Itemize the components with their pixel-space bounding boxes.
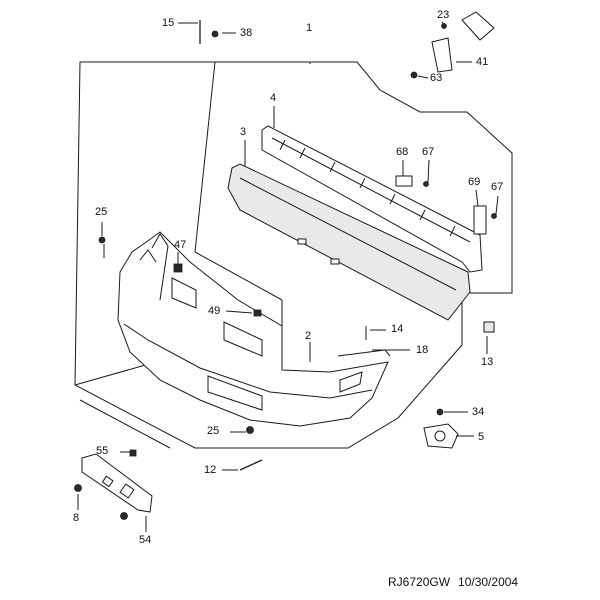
fascia-side-strip — [337, 349, 391, 357]
diagram-date: 10/30/2004 — [458, 575, 519, 589]
callout-23: 23 — [437, 9, 450, 21]
callout-54: 54 — [139, 534, 152, 546]
fascia-fog-opening — [339, 371, 363, 393]
diagram-code: RJ6720GW — [388, 575, 451, 589]
bumper-fascia — [117, 231, 389, 427]
callout-25-lower: 25 — [207, 425, 220, 437]
callout-18: 18 — [416, 344, 429, 356]
callout-12: 12 — [204, 464, 217, 476]
callout-68: 68 — [396, 146, 409, 158]
callout-2: 2 — [305, 330, 312, 342]
callout-25-upper: 25 — [95, 206, 108, 218]
callout-34: 34 — [472, 406, 485, 418]
callout-13: 13 — [481, 356, 494, 368]
bolt-12 — [239, 459, 263, 471]
callout-8: 8 — [73, 512, 80, 524]
frame-inner-slant — [194, 251, 283, 301]
clip-13 — [483, 321, 495, 333]
callout-63: 63 — [430, 72, 443, 84]
callout-3: 3 — [240, 126, 247, 138]
callout-1: 1 — [306, 22, 313, 34]
reinforcement-slot-2 — [330, 258, 340, 265]
callout-15: 15 — [162, 17, 175, 29]
callout-38: 38 — [240, 27, 253, 39]
callout-14: 14 — [391, 323, 404, 335]
leader-lines — [77, 21, 499, 532]
assembly-frame-outline — [74, 61, 513, 449]
clip-47 — [173, 263, 183, 273]
frame-mid-connector — [79, 399, 171, 449]
fascia-contour — [123, 323, 373, 399]
screw-34 — [436, 408, 444, 416]
reinforcement-edge — [239, 177, 457, 291]
screw-63 — [410, 71, 418, 79]
callout-69: 69 — [468, 176, 481, 188]
screw-8 — [74, 484, 82, 492]
clip-49 — [253, 309, 262, 317]
bracket-41 — [431, 37, 453, 73]
frame-left-divider — [194, 61, 216, 253]
reinforcement-slot-1 — [297, 238, 307, 245]
side-rail-end — [461, 11, 495, 41]
callout-4: 4 — [270, 92, 277, 104]
screw-67b — [491, 213, 497, 219]
fascia-lower-opening — [207, 375, 263, 411]
clip-25a — [98, 236, 106, 244]
bracket-69 — [473, 205, 487, 235]
bracket-slot-2 — [119, 483, 135, 499]
callout-5: 5 — [478, 431, 485, 443]
clip-25b — [246, 426, 254, 434]
bracket-68 — [395, 175, 413, 187]
callout-47: 47 — [174, 239, 187, 251]
screw-67a — [423, 181, 429, 187]
callout-55: 55 — [96, 445, 109, 457]
screw-8b — [120, 512, 128, 520]
fascia-grille-left — [139, 233, 169, 301]
diagram-footer: RJ6720GW 10/30/2004 — [388, 575, 526, 589]
fog-lamp-lens — [434, 430, 446, 442]
fog-lamp — [423, 423, 459, 449]
callout-67-upper: 67 — [422, 146, 435, 158]
bracket-slot-1 — [101, 475, 114, 488]
screw-38 — [211, 30, 219, 38]
callout-49: 49 — [208, 305, 221, 317]
screw-23 — [441, 23, 447, 29]
fascia-grille-center — [171, 277, 263, 357]
energy-absorber — [261, 125, 483, 273]
callout-67-right: 67 — [491, 181, 504, 193]
energy-absorber-ribs — [271, 137, 471, 243]
license-plate-bracket — [81, 453, 153, 513]
callout-41: 41 — [476, 56, 489, 68]
clip-55 — [129, 449, 137, 457]
